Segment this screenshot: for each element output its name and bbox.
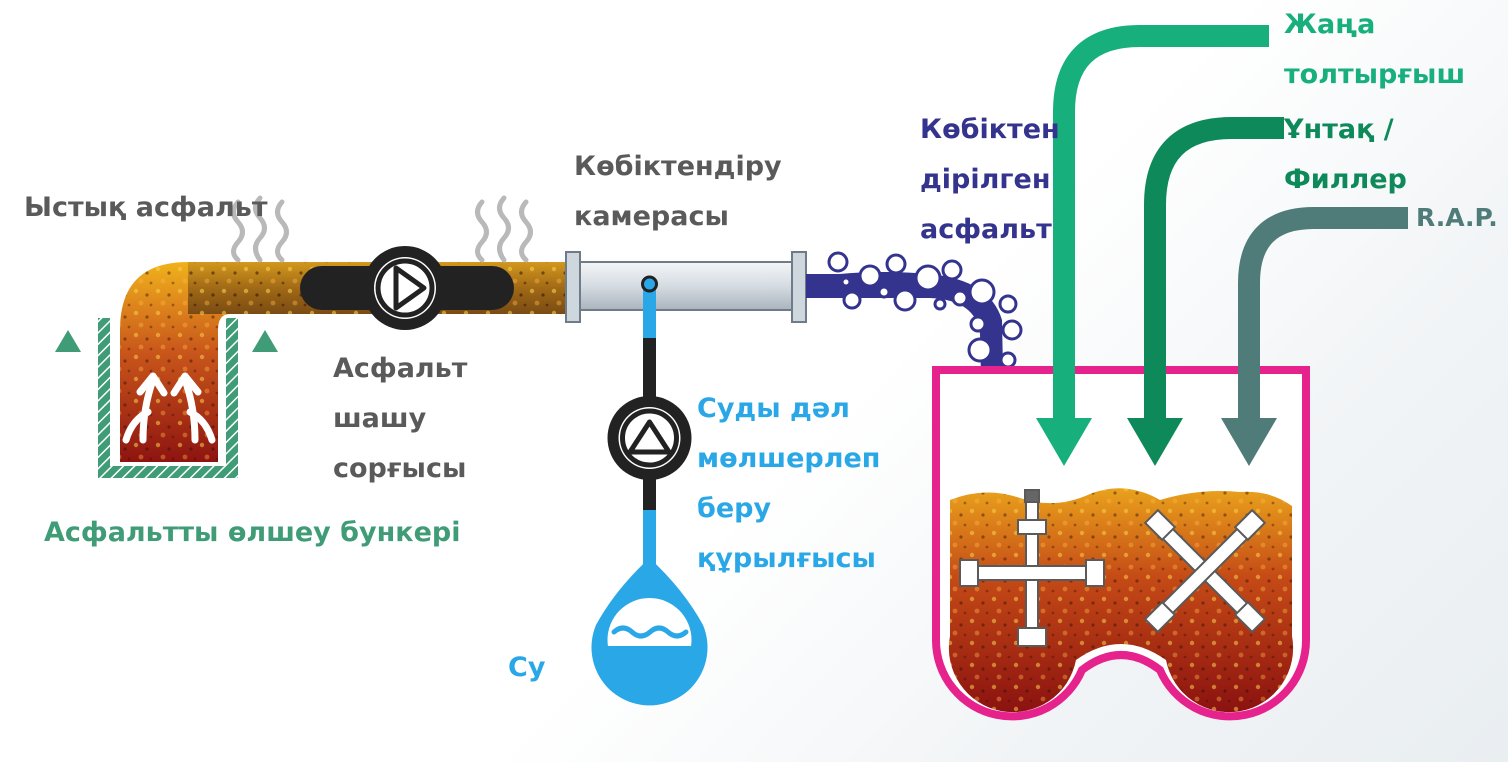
- steam-icon: [231, 195, 289, 263]
- water-dosing-label: Суды дәл мөлшерлеп беру құрылғысы: [697, 384, 880, 584]
- injection-pump-label-line: сорғысы: [333, 453, 467, 484]
- water-dosing-label-line: құрылғысы: [697, 543, 876, 574]
- powder-filler-label-line: Ұнтақ /: [1284, 114, 1394, 145]
- hopper-marker-right-icon: [252, 330, 278, 352]
- foamed-asphalt-label: Көбіктен дірілген асфальт: [920, 105, 1060, 255]
- new-filler-arrow: [1036, 25, 1269, 466]
- foaming-chamber-label-line: Көбіктендіру: [574, 151, 782, 182]
- weighing-hopper-label: Асфальтты өлшеу бункері: [44, 517, 461, 548]
- steam-icon: [475, 195, 533, 263]
- new-filler-label-line: Жаңа: [1284, 9, 1376, 40]
- hot-asphalt-label: Ыстық асфальт: [24, 192, 268, 223]
- powder-filler-label: Ұнтақ / Филлер: [1284, 105, 1407, 205]
- foamed-asphalt-label-line: асфальт: [920, 214, 1052, 245]
- foaming-chamber-label: Көбіктендіру камерасы: [574, 142, 782, 242]
- mixer-paddle-icon: [1143, 508, 1267, 634]
- rap-arrow: [1221, 207, 1408, 466]
- foam-bubbles: [827, 251, 1023, 406]
- water-dosing-label-line: Суды дәл: [697, 393, 850, 424]
- mixer-paddle-icon: [959, 489, 1105, 647]
- foamed-asphalt-label-line: Көбіктен: [920, 114, 1060, 145]
- water-pump-icon: [607, 396, 692, 480]
- foaming-chamber-label-line: камерасы: [574, 201, 729, 232]
- water-dosing-label-line: беру: [697, 493, 772, 524]
- injection-pump-label: Асфальт шашу сорғысы: [333, 344, 467, 494]
- injection-pump-label-line: Асфальт: [333, 353, 468, 384]
- asphalt-flow-arrows-icon: [122, 372, 216, 444]
- hopper-marker-left-icon: [55, 330, 81, 352]
- water-label: Су: [508, 652, 546, 683]
- foamed-asphalt-label-line: дірілген: [920, 164, 1051, 195]
- pump-icon: [300, 246, 514, 330]
- foaming-chamber: [565, 251, 807, 323]
- new-filler-label-line: толтырғыш: [1284, 59, 1466, 90]
- water-drop-icon: [591, 558, 708, 706]
- asphalt-weighing-hopper: [55, 318, 278, 478]
- new-filler-label: Жаңа толтырғыш: [1284, 0, 1465, 100]
- water-dosing-line: [641, 275, 658, 565]
- water-dosing-label-line: мөлшерлеп: [697, 443, 881, 474]
- rap-label: R.A.P.: [1416, 203, 1498, 232]
- injection-pump-label-line: шашу: [333, 403, 427, 434]
- powder-filler-arrow: [1127, 117, 1284, 466]
- powder-filler-label-line: Филлер: [1284, 164, 1407, 195]
